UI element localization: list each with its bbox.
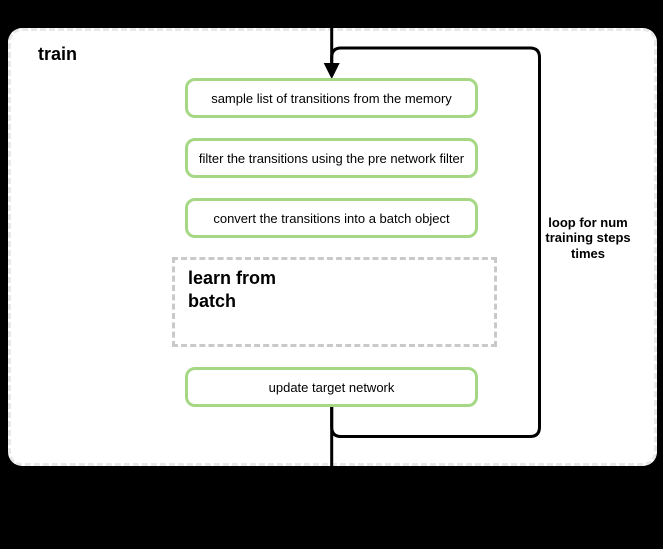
activity-sample-transitions: sample list of transitions from the memo… [185,78,478,118]
partition-title: train [38,44,78,64]
learn-from-batch-group: learn from batch [172,257,497,347]
activity-update-target-network: update target network [185,367,478,407]
activity-convert-to-batch: convert the transitions into a batch obj… [185,198,478,238]
activity-label: sample list of transitions from the memo… [211,90,452,106]
loop-annotation: loop for num training steps times [545,215,631,261]
activity-label: update target network [268,379,395,395]
activity-label: convert the transitions into a batch obj… [213,210,450,226]
activity-label: filter the transitions using the pre net… [198,150,465,166]
activity-filter-transitions: filter the transitions using the pre net… [185,138,478,178]
